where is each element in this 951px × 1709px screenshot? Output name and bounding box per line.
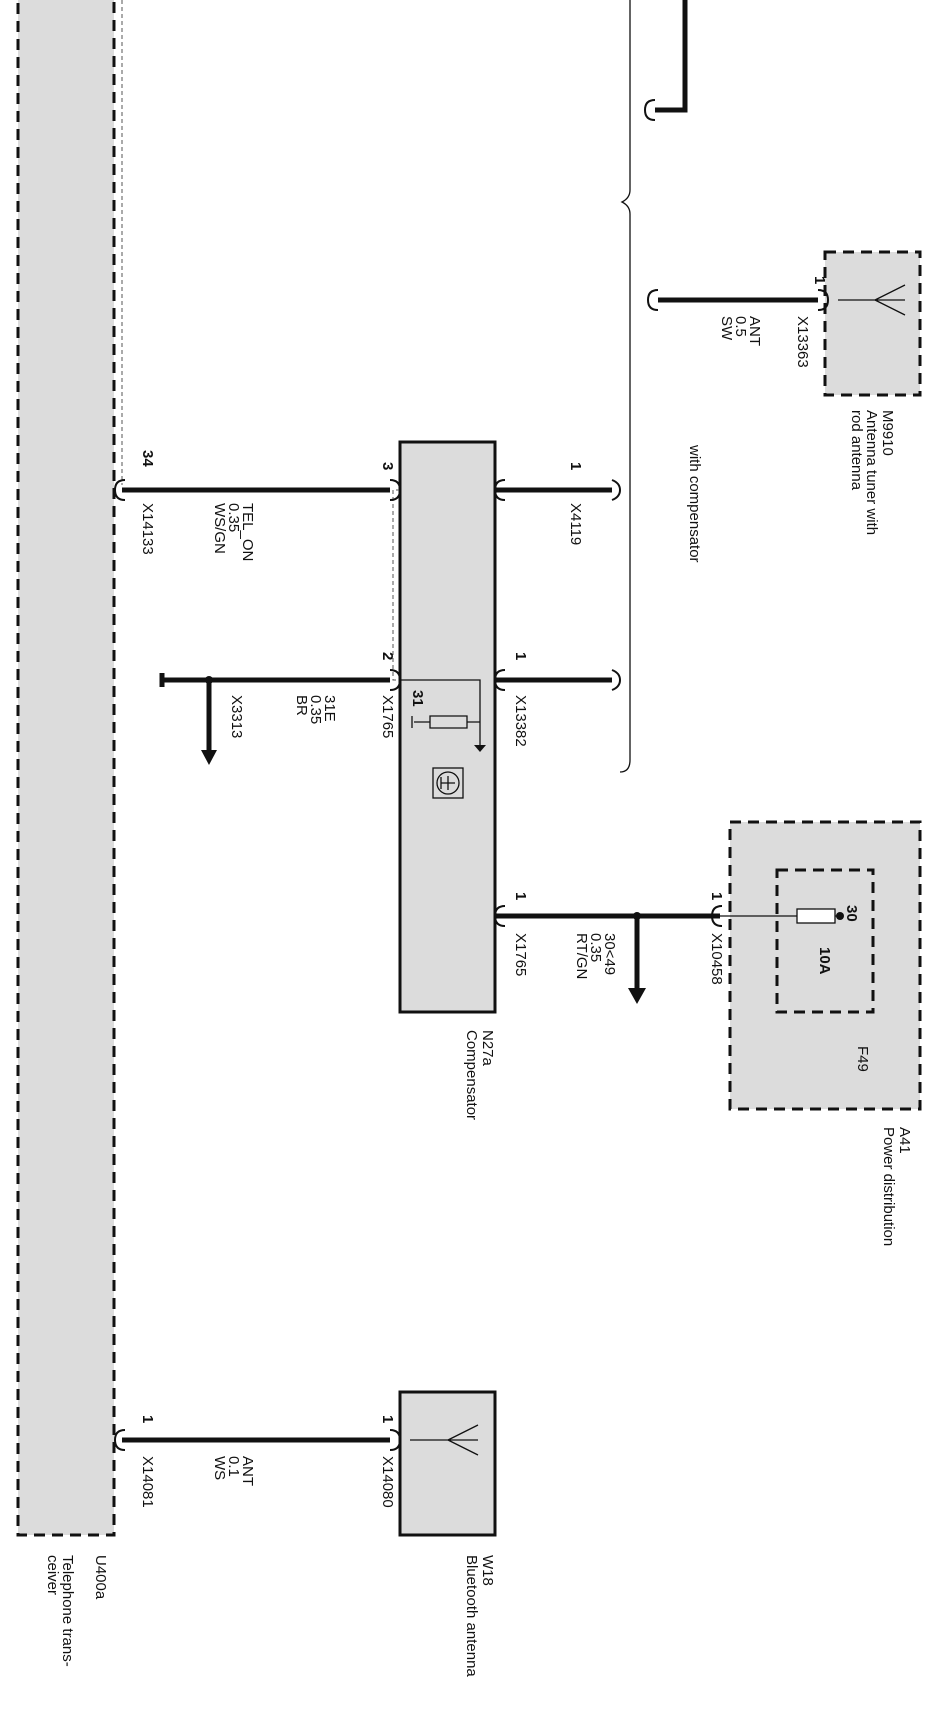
- wire-31e-ground: 2 X1765 31E 0.35 BR X3313: [159, 652, 402, 765]
- wire-x4119: 1 X4119: [493, 462, 622, 545]
- tel-on-signal: TEL_ON: [239, 503, 256, 561]
- top-wire-stub: [643, 0, 688, 121]
- m9910-box: [823, 250, 922, 397]
- x4119-pin: 1: [567, 462, 584, 470]
- ant-bt-gauge: 0.1: [225, 1456, 242, 1477]
- n27a-internal-dash: [392, 489, 400, 681]
- antenna-icon: [410, 1424, 479, 1456]
- u400a-transceiver: U400a Telephone trans- ceiver: [16, 0, 123, 1667]
- wire-ant-bluetooth: 1 X14081 ANT 0.1 WS 1 X14080: [113, 1415, 402, 1508]
- ant-bt-signal: ANT: [239, 1456, 256, 1486]
- n27a-pin-1-right: 1: [512, 892, 529, 900]
- x14080-label: X14080: [379, 1456, 396, 1508]
- tel-on-gauge: 0.35: [225, 503, 242, 532]
- a41-name: Power distribution: [880, 1127, 897, 1246]
- u400a-name-line1: Telephone trans-: [59, 1555, 76, 1667]
- 31e-gauge: 0.35: [307, 695, 324, 724]
- n27a-pin-31: 31: [409, 690, 426, 707]
- x1765-right-label: X1765: [512, 933, 529, 976]
- n27a-name: Compensator: [463, 1030, 480, 1120]
- n27a-box: [398, 440, 497, 1014]
- m9910-name-line2: rod antenna: [848, 410, 865, 491]
- tel-on-color: WS/GN: [211, 503, 228, 554]
- m9910-pin: 1: [811, 276, 828, 284]
- w18-bluetooth-antenna: W18 Bluetooth antenna: [398, 1390, 497, 1677]
- x1765-left-label: X1765: [379, 695, 396, 738]
- variant-bracket: with compensator: [619, 0, 703, 773]
- x13363-label: X13363: [794, 316, 811, 368]
- a41-id: A41: [896, 1127, 913, 1154]
- x13382-label: X13382: [512, 695, 529, 747]
- antenna-icon: [838, 284, 906, 316]
- wire-x13382: 1 X13382: [493, 652, 622, 747]
- resistor-icon: [400, 679, 481, 745]
- n27a-pin-3: 3: [379, 462, 396, 470]
- u400a-pin-1: 1: [139, 1415, 156, 1423]
- a41-pin: 1: [708, 892, 725, 900]
- pwr-gauge: 0.35: [587, 933, 604, 962]
- w18-pin: 1: [379, 1415, 396, 1423]
- wire-ant-tuner: 1 X13363 ANT 0.5 SW: [646, 276, 830, 368]
- f49-id: F49: [854, 1046, 871, 1072]
- m9910-name-line1: Antenna tuner with: [863, 410, 880, 535]
- transistor-icon: [432, 767, 464, 799]
- w18-name: Bluetooth antenna: [463, 1555, 480, 1677]
- wire-30-49: 1 X1765 30<49 0.35 RT/GN 1 X10458: [493, 892, 725, 1004]
- ant-tuner-color: SW: [718, 316, 735, 341]
- x14133-label: X14133: [139, 503, 156, 555]
- pwr-signal: 30<49: [601, 933, 618, 975]
- m9910-antenna-tuner: M9910 Antenna tuner with rod antenna: [823, 250, 922, 535]
- x4119-label: X4119: [567, 503, 584, 545]
- n27a-compensator: 31 N27a Compensator: [392, 440, 497, 1120]
- n27a-pin-2: 2: [379, 652, 396, 660]
- ant-tuner-gauge: 0.5: [732, 316, 749, 337]
- u400a-box: [16, 0, 116, 1537]
- m9910-id: M9910: [879, 410, 896, 456]
- f49-fuse-box: [775, 868, 875, 1014]
- fuse-icon: [796, 908, 836, 924]
- variant-note: with compensator: [686, 444, 703, 563]
- u400a-name-line2: ceiver: [44, 1555, 61, 1595]
- pwr-color: RT/GN: [573, 933, 590, 979]
- x3313-label: X3313: [228, 695, 245, 738]
- ant-bt-color: WS: [211, 1456, 228, 1480]
- a41-power-distribution: 30 10A F49 A41 Power distribution: [720, 820, 922, 1246]
- u400a-pin-34: 34: [139, 450, 156, 467]
- u400a-id: U400a: [92, 1555, 109, 1600]
- f49-rating: 10A: [816, 947, 833, 975]
- x10458-label: X10458: [708, 933, 725, 985]
- x14081-label: X14081: [139, 1456, 156, 1508]
- wire-tel-on: 34 X14133 3 TEL_ON 0.35 WS/GN: [113, 450, 402, 561]
- n27a-pin-1-mid: 1: [512, 652, 529, 660]
- w18-id: W18: [479, 1555, 496, 1586]
- f49-terminal: 30: [843, 905, 860, 922]
- 31e-signal: 31E: [321, 695, 338, 722]
- w18-box: [398, 1390, 497, 1537]
- ant-tuner-signal: ANT: [746, 316, 763, 346]
- 31e-color: BR: [293, 695, 310, 716]
- a41-box: [728, 820, 922, 1111]
- n27a-id: N27a: [479, 1030, 496, 1067]
